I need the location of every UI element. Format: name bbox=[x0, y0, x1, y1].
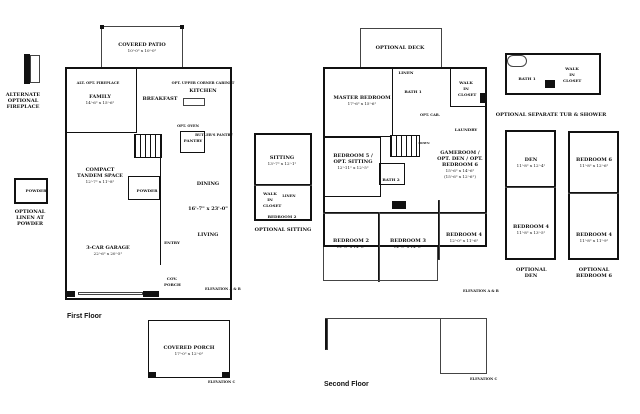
dining-living-dim: 16'-7" x 23'-0" bbox=[188, 206, 228, 212]
alt-fireplace-caption: ALTERNATE OPTIONAL FIREPLACE bbox=[5, 92, 41, 110]
optional-deck-label: OPTIONAL DECK bbox=[375, 45, 425, 51]
elevation-c-label: ELEVATION C bbox=[470, 377, 498, 381]
stairs bbox=[390, 135, 420, 157]
walk-in-closet-label: WALK IN CLOSET bbox=[563, 66, 582, 83]
elevation-ab-label: ELEVATION A & B bbox=[205, 287, 241, 291]
linen-label: LINEN bbox=[398, 70, 414, 75]
fireplace-icon bbox=[24, 54, 30, 84]
breakfast-label: BREAKFAST bbox=[142, 96, 178, 102]
optional-tub-caption: OPTIONAL SEPARATE TUB & SHOWER bbox=[495, 112, 607, 118]
down-label: DOWN bbox=[418, 141, 430, 145]
opt-oven-label: OPT. OVEN bbox=[177, 124, 199, 128]
bedroom2-label: BEDROOM 2 bbox=[267, 214, 297, 219]
second-floor-outline bbox=[323, 67, 487, 247]
tub-icon bbox=[507, 55, 527, 67]
kitchen-island bbox=[183, 98, 205, 106]
pantry-label: PANTRY bbox=[183, 138, 203, 143]
optional-sitting-caption: OPTIONAL SITTING bbox=[254, 227, 312, 233]
optional-den-caption: OPTIONAL DEN bbox=[516, 267, 547, 279]
linen-label: LINEN bbox=[282, 194, 296, 198]
bath1-label: BATH 1 bbox=[404, 89, 422, 94]
linen-powder-caption: OPTIONAL LINEN AT POWDER bbox=[14, 209, 46, 227]
powder-label: POWDER bbox=[136, 188, 158, 193]
opt-cab-label: OPT. CAB. bbox=[420, 113, 440, 117]
kitchen-note: OPT. UPPER CORNER CABINET bbox=[171, 81, 235, 85]
living-label: LIVING bbox=[197, 232, 219, 238]
walk-in-closet-label: WALK IN CLOSET bbox=[263, 191, 282, 208]
first-floor-outline bbox=[65, 67, 232, 300]
dining-label: DINING bbox=[196, 181, 220, 187]
cov-porch-label: COV. PORCH bbox=[164, 276, 181, 287]
garage-door bbox=[78, 292, 143, 295]
elevation-c-label: ELEVATION C bbox=[208, 380, 236, 384]
family-room bbox=[65, 67, 137, 133]
entry-label: ENTRY bbox=[164, 240, 180, 245]
powder-room bbox=[128, 176, 160, 200]
covered-porch bbox=[148, 320, 230, 378]
first-floor-title: First Floor bbox=[67, 313, 102, 320]
master-bedroom bbox=[323, 67, 393, 137]
fireplace-note: ALT. OPT. FIREPLACE bbox=[76, 81, 120, 85]
butlers-pantry-label: BUTLER'S PANTRY bbox=[195, 133, 233, 137]
optional-bedroom6-caption: OPTIONAL BEDROOM 6 bbox=[576, 267, 612, 279]
laundry-label: LAUNDRY bbox=[454, 127, 478, 132]
bedroom5 bbox=[323, 137, 381, 197]
kitchen-label: KITCHEN bbox=[189, 88, 217, 94]
bath2-label: BATH 2 bbox=[382, 177, 400, 182]
optional-deck bbox=[360, 28, 442, 68]
walk-in-closet-label: WALK IN CLOSET bbox=[458, 80, 477, 97]
stairs bbox=[134, 134, 162, 158]
powder-label: POWDER bbox=[25, 188, 47, 193]
bath1-label: BATH 1 bbox=[518, 76, 536, 81]
elevation-ab-label: ELEVATION A & B bbox=[463, 289, 499, 293]
second-floor-title: Second Floor bbox=[324, 381, 369, 388]
